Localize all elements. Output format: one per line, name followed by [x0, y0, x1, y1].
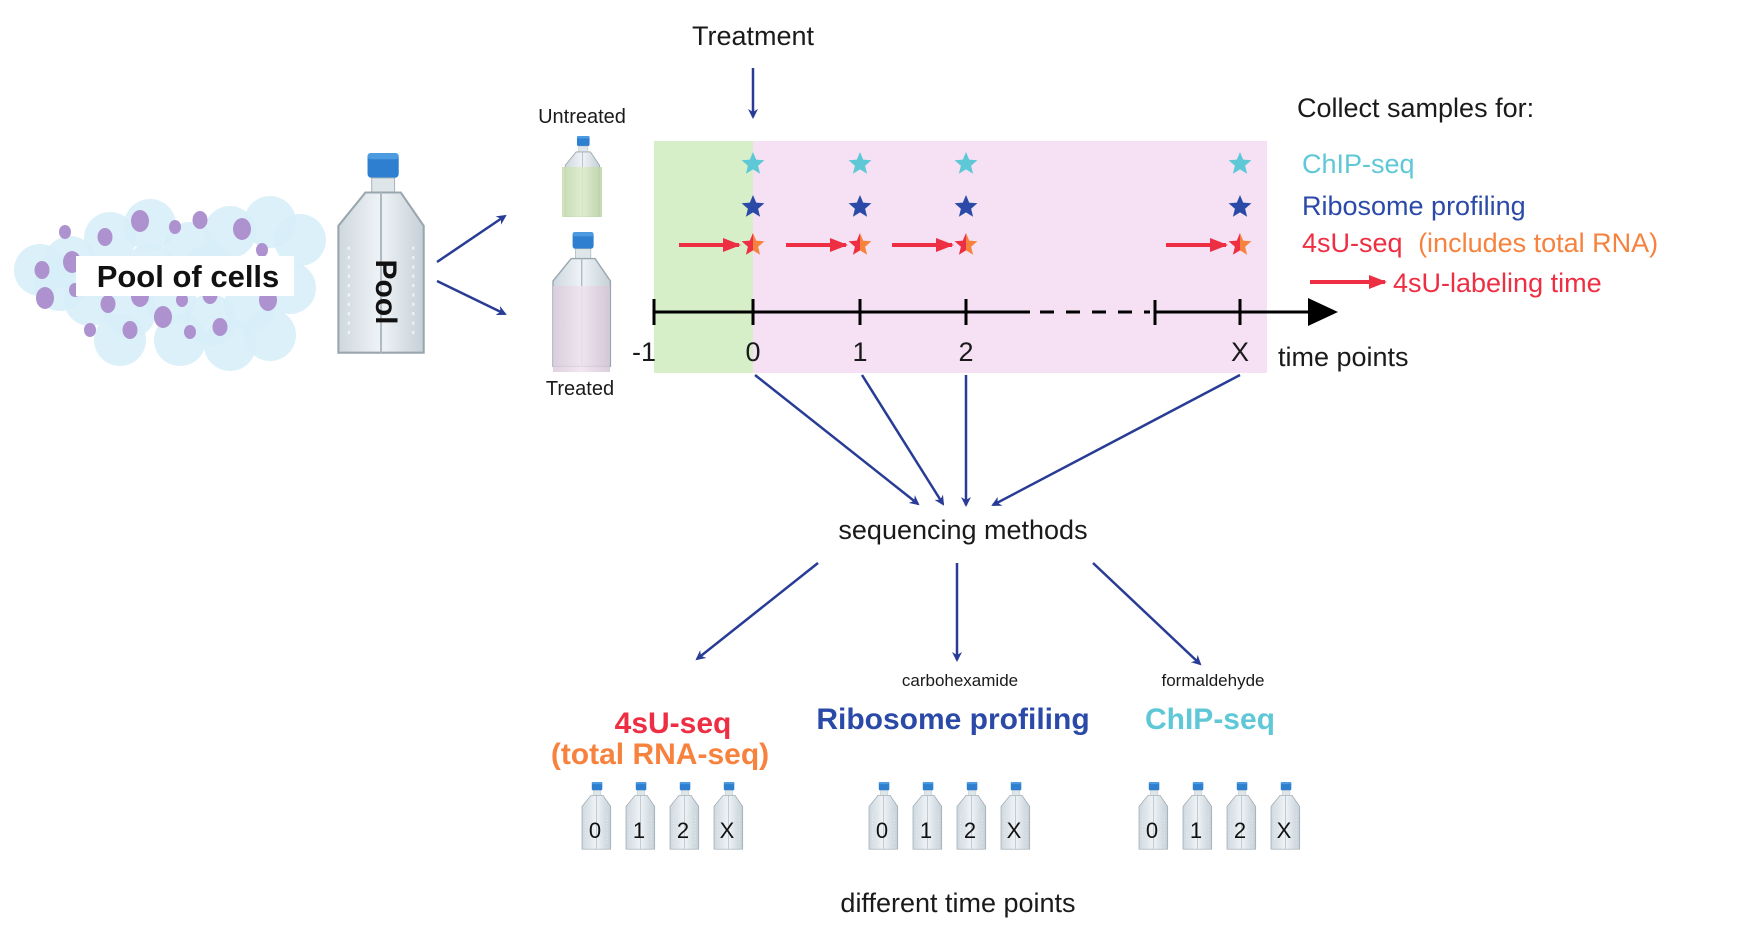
- 4su-sample-star-left: [741, 233, 753, 255]
- pool-of-cells-label: Pool of cells: [97, 259, 280, 294]
- cell-membrane: [94, 314, 146, 366]
- cell-nucleus: [233, 218, 251, 240]
- arrow-from-t1: [860, 374, 945, 506]
- sample-markers: [679, 152, 1252, 255]
- cell-nucleus: [100, 295, 116, 313]
- 4su-sample-star-left: [848, 233, 860, 255]
- sample-flask-timepoint: 1: [1190, 818, 1202, 843]
- untreated-flask: [562, 136, 602, 218]
- legend-ribosome-profiling: Ribosome profiling: [1302, 191, 1526, 221]
- timeline-axis: -1 0 1 2 X: [632, 298, 1338, 367]
- legend-4su-seq-name: 4sU-seq: [1302, 228, 1403, 258]
- sample-flask-timepoint: X: [720, 818, 735, 843]
- sample-flask-group: 0 1 2 X: [581, 782, 744, 850]
- diverging-arrows: [695, 562, 1202, 666]
- legend-chip-seq: ChIP-seq: [1302, 149, 1415, 179]
- method-title-ribosome-profiling: Ribosome profiling: [816, 703, 1089, 736]
- time-points-label: time points: [1278, 342, 1409, 372]
- arrow-to-untreated: [436, 214, 507, 264]
- pool-label-background: [76, 256, 294, 296]
- treatment-label: Treatment: [692, 21, 815, 51]
- treated-flask: [552, 231, 612, 372]
- pool-flask: Pool: [337, 152, 425, 354]
- sample-flask-timepoint: 2: [1234, 818, 1246, 843]
- legend-4su-seq: 4sU-seq (includes total RNA): [1302, 228, 1658, 258]
- ribosome-sample-star: [741, 195, 765, 217]
- 4su-sample-star-right: [1240, 233, 1252, 255]
- sample-flask-timepoint: X: [1007, 818, 1022, 843]
- chip-seq-sample-star: [848, 152, 872, 174]
- ribosome-sample-star: [1228, 195, 1252, 217]
- timeline-tick-label: X: [1231, 337, 1249, 367]
- chip-seq-sample-star: [741, 152, 765, 174]
- sample-flask-timepoint: 2: [964, 818, 976, 843]
- cell-nucleus: [131, 210, 149, 232]
- sequencing-methods-label: sequencing methods: [838, 515, 1087, 545]
- cell-nucleus: [84, 323, 96, 337]
- treated-label: Treated: [546, 378, 614, 400]
- cell-nucleus: [184, 325, 196, 339]
- post-treatment-region: [753, 141, 1267, 373]
- sample-flask-timepoint: 0: [589, 818, 601, 843]
- legend-labeling-time: 4sU-labeling time: [1393, 268, 1602, 298]
- timeline-tick-label: 1: [852, 337, 867, 367]
- sample-flask-timepoint: 2: [677, 818, 689, 843]
- cell-nucleus: [256, 243, 268, 257]
- cell-nucleus: [212, 318, 228, 336]
- cell-membrane: [244, 309, 296, 361]
- chip-seq-sample-star: [954, 152, 978, 174]
- arrow-to-treated: [436, 279, 507, 316]
- reagent-carbohexamide: carbohexamide: [902, 671, 1018, 690]
- legend-4su-seq-note: (includes total RNA): [1418, 228, 1658, 258]
- cell-nucleus: [36, 287, 54, 309]
- sample-flask-timepoint: 1: [633, 818, 645, 843]
- different-time-points-label: different time points: [840, 888, 1075, 918]
- cell-nucleus: [97, 228, 113, 246]
- cell-nucleus: [192, 211, 208, 229]
- method-subtitle-total-rna-seq: (total RNA-seq): [551, 738, 769, 771]
- 4su-sample-star-right: [753, 233, 765, 255]
- 4su-sample-star-right: [860, 233, 872, 255]
- timeline-tick-label: -1: [632, 337, 656, 367]
- chip-seq-sample-star: [1228, 152, 1252, 174]
- ribosome-sample-star: [954, 195, 978, 217]
- ribosome-sample-star: [848, 195, 872, 217]
- reagent-formaldehyde: formaldehyde: [1161, 671, 1264, 690]
- cell-nucleus: [34, 261, 50, 279]
- 4su-sample-star-right: [966, 233, 978, 255]
- 4su-sample-star-left: [954, 233, 966, 255]
- pool-flask-label: Pool: [369, 260, 402, 325]
- sample-flask-group: 0 1 2 X: [1138, 782, 1301, 850]
- cell-nucleus: [176, 293, 188, 307]
- cell-nucleus: [169, 220, 181, 234]
- sample-flask-timepoint: X: [1277, 818, 1292, 843]
- 4su-sample-star-left: [1228, 233, 1240, 255]
- sample-flask-timepoint: 1: [920, 818, 932, 843]
- timeline-tick-label: 0: [745, 337, 760, 367]
- method-title-chip-seq: ChIP-seq: [1145, 703, 1275, 736]
- sample-flask-timepoint: 0: [1146, 818, 1158, 843]
- arrow-from-tx: [991, 373, 1241, 507]
- untreated-label: Untreated: [538, 106, 626, 128]
- cell-nucleus: [154, 306, 172, 328]
- arrow-to-4su-seq: [695, 562, 819, 661]
- sample-flask-timepoint: 0: [876, 818, 888, 843]
- arrow-to-chip-seq: [1092, 562, 1202, 666]
- timeline-tick-label: 2: [958, 337, 973, 367]
- timeline-arrowhead: [1308, 298, 1338, 326]
- sample-flask-groups: 0 1 2 X 0 1 2 X 0 1 2 X: [581, 782, 1301, 850]
- sample-flask-group: 0 1 2 X: [868, 782, 1031, 850]
- pre-treatment-region: [654, 141, 753, 373]
- cell-membrane: [274, 214, 326, 266]
- converging-arrows: [754, 373, 1241, 507]
- legend-title: Collect samples for:: [1297, 93, 1534, 123]
- arrow-from-t0: [754, 374, 920, 506]
- method-title-4su-seq: 4sU-seq: [615, 707, 732, 740]
- cell-nucleus: [122, 321, 138, 339]
- cell-nucleus: [59, 225, 71, 239]
